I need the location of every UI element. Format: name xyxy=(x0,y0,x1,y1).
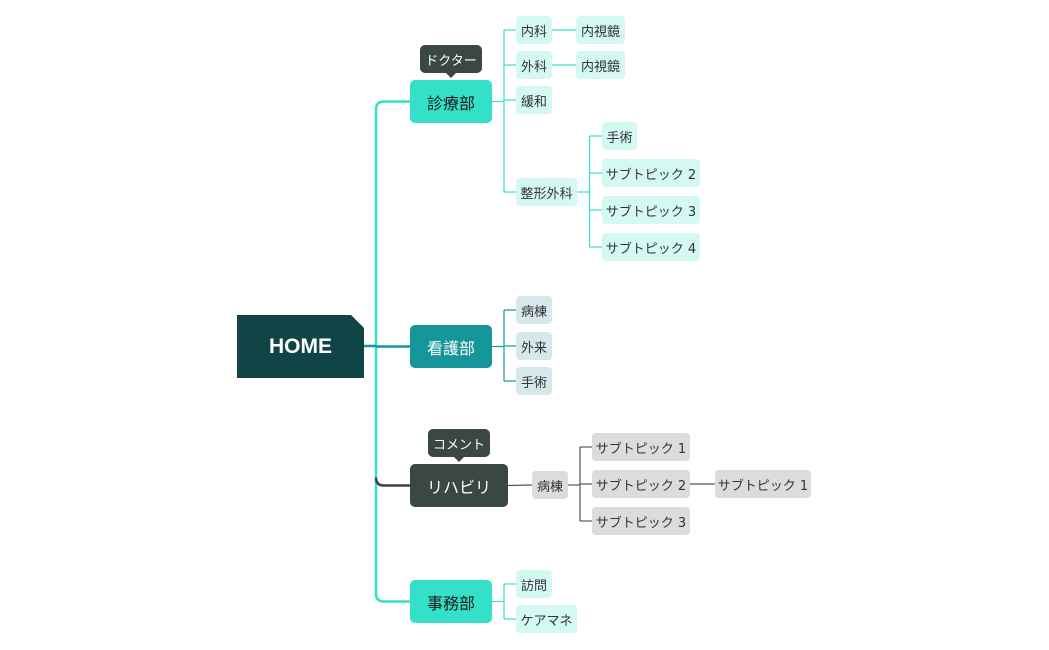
connector-branch-3 xyxy=(374,593,410,603)
subtopic-0-3-1[interactable]: サブトピック 2 xyxy=(602,159,700,187)
subtopic-0-3-0[interactable]: 手術 xyxy=(602,122,637,150)
branch-topic-0[interactable]: 診療部 xyxy=(410,80,492,123)
subtopic-2-0-1[interactable]: サブトピック 2 xyxy=(592,470,690,498)
connector-branch-0 xyxy=(374,100,410,110)
root-topic-home[interactable]: HOME xyxy=(237,315,364,378)
subtopic-3-1[interactable]: ケアマネ xyxy=(516,605,577,633)
subtopic-0-1[interactable]: 外科 xyxy=(516,51,552,79)
subtopic-0-1-0[interactable]: 内視鏡 xyxy=(576,51,625,79)
branch-topic-1[interactable]: 看護部 xyxy=(410,325,492,368)
connector-branch-2 xyxy=(374,477,410,487)
branch-topic-3[interactable]: 事務部 xyxy=(410,580,492,623)
subtopic-2-0-2[interactable]: サブトピック 3 xyxy=(592,507,690,535)
subtopic-1-0[interactable]: 病棟 xyxy=(516,296,552,324)
subtopic-1-2[interactable]: 手術 xyxy=(516,367,552,395)
subtopic-0-0-0[interactable]: 内視鏡 xyxy=(576,16,625,44)
subtopic-0-3-2[interactable]: サブトピック 3 xyxy=(602,196,700,224)
branch-topic-2[interactable]: リハビリ xyxy=(410,464,508,507)
subtopic-2-0-1-0[interactable]: サブトピック 1 xyxy=(715,470,811,498)
callout-2[interactable]: コメント xyxy=(428,429,490,462)
subtopic-3-0[interactable]: 訪問 xyxy=(516,570,552,598)
subtopic-1-1[interactable]: 外来 xyxy=(516,332,552,360)
subtopic-0-0[interactable]: 内科 xyxy=(516,16,552,44)
subtopic-2-0-0[interactable]: サブトピック 1 xyxy=(592,433,690,461)
subtopic-2-0[interactable]: 病棟 xyxy=(532,471,568,499)
subtopic-0-3[interactable]: 整形外科 xyxy=(516,178,577,206)
callout-0[interactable]: ドクター xyxy=(420,45,482,78)
subtopic-0-3-3[interactable]: サブトピック 4 xyxy=(602,233,700,261)
connector-topics-2-0 xyxy=(507,484,533,487)
subtopic-0-2[interactable]: 緩和 xyxy=(516,86,552,114)
